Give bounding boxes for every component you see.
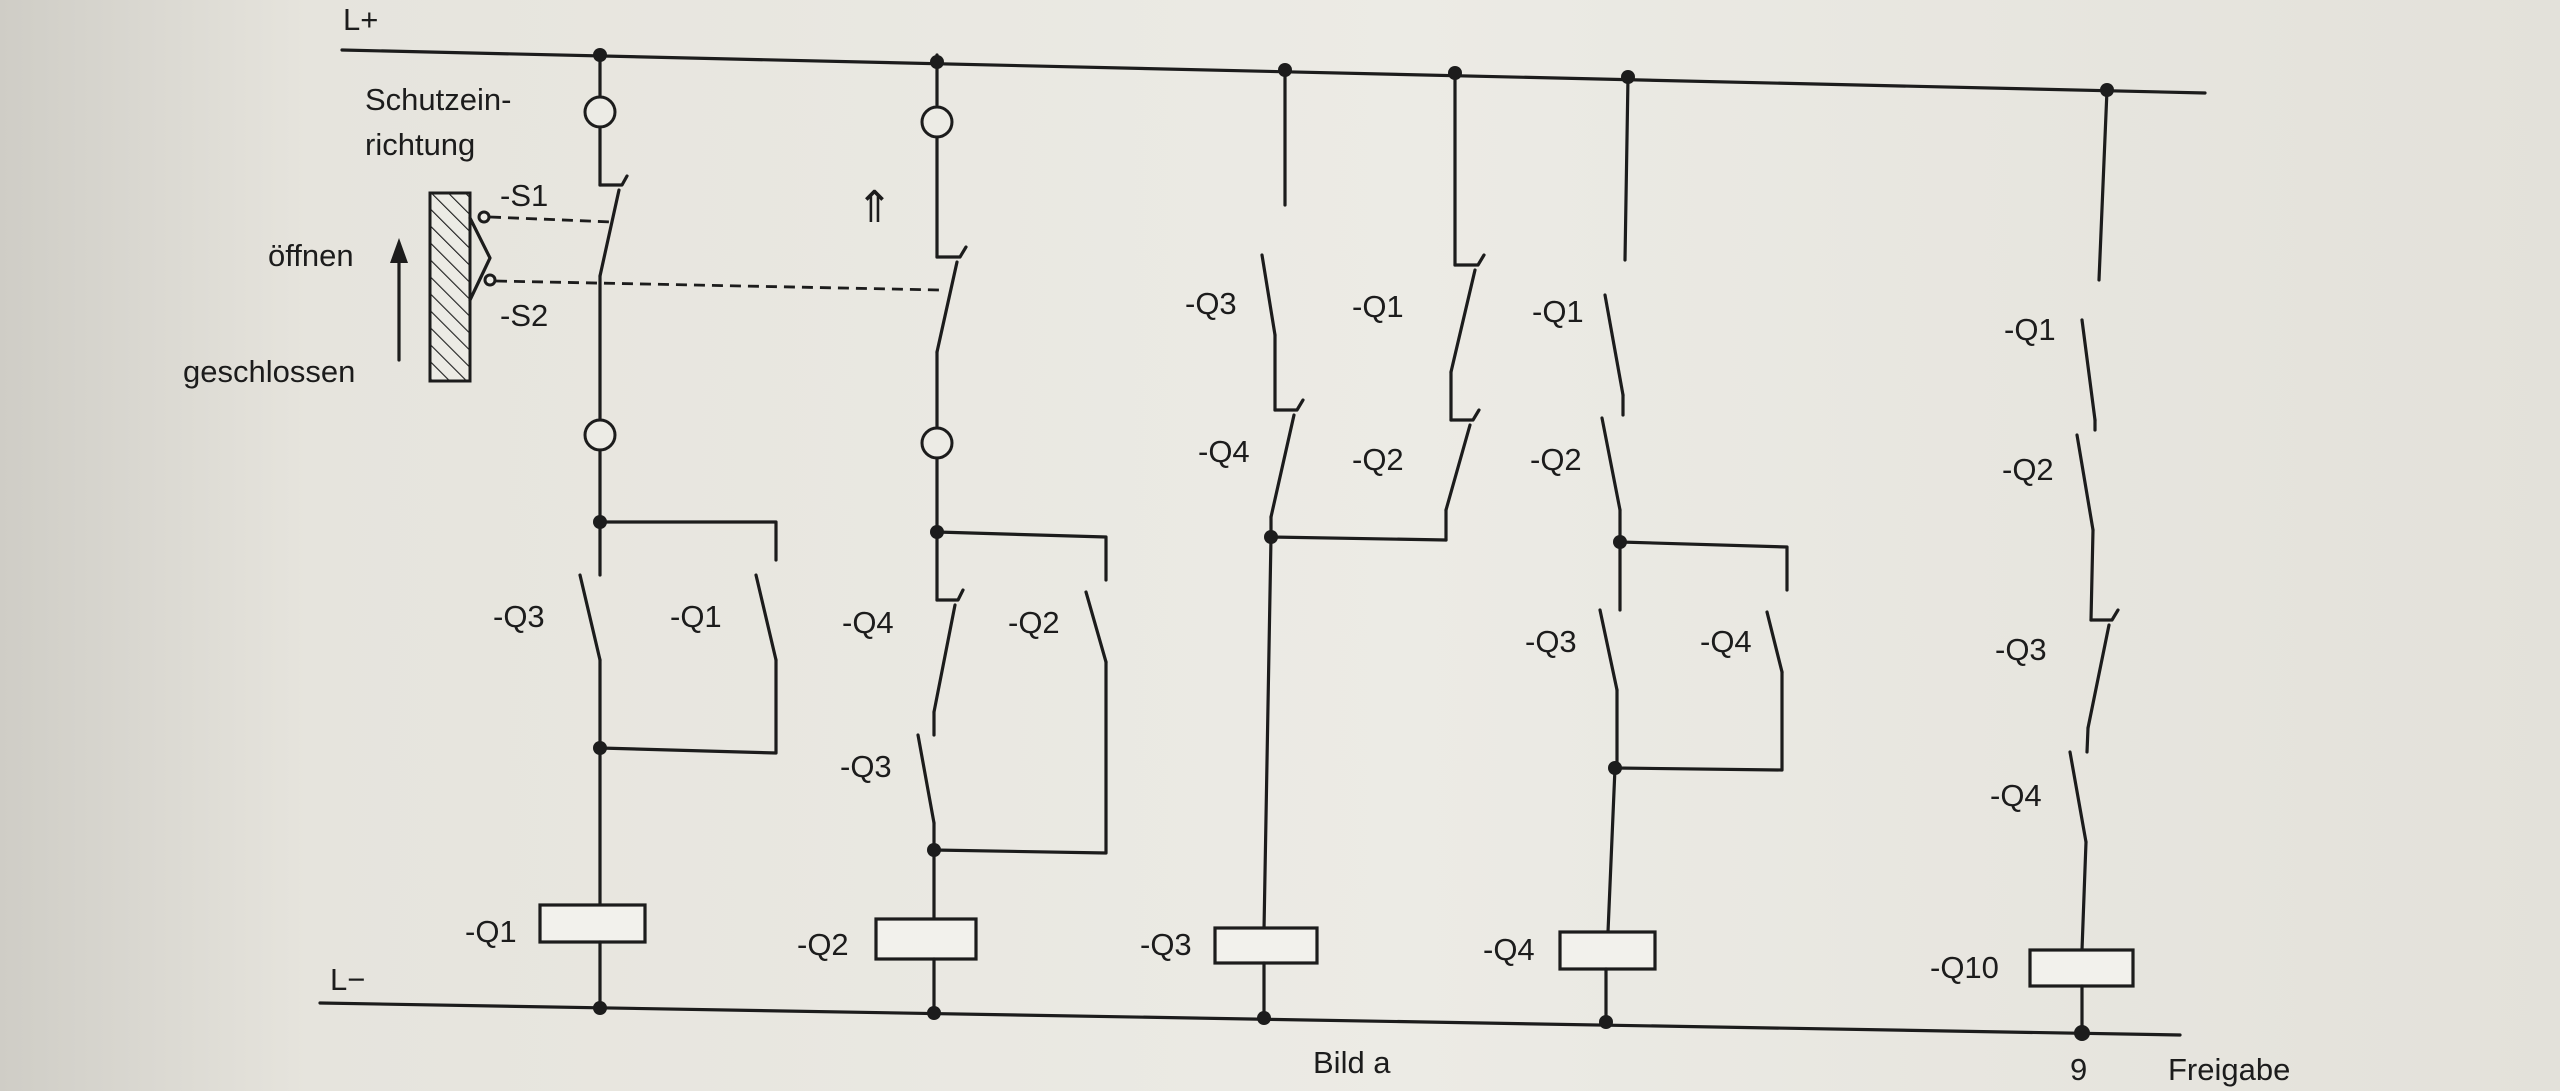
rail-negative — [318, 1001, 2182, 1037]
column-q2 — [874, 53, 1108, 1020]
contact-label: -Q2 — [1530, 442, 1582, 477]
rail-negative-label: L− — [330, 962, 365, 997]
switch-s2-label: -S2 — [500, 298, 548, 333]
column-q1 — [538, 53, 778, 1015]
coil-label-q4: -Q4 — [1483, 932, 1535, 967]
coil-label-q2: -Q2 — [797, 927, 849, 962]
contact-label: -Q4 — [1198, 434, 1250, 469]
contact-label: -Q3 — [840, 749, 892, 784]
protective-device-label-2: richtung — [365, 127, 475, 162]
protective-device — [390, 191, 941, 383]
rail-positive — [340, 48, 2207, 95]
figure-caption: Bild a — [1313, 1045, 1391, 1080]
contact-label: -Q1 — [1532, 294, 1584, 329]
contact-label: -Q1 — [1352, 289, 1404, 324]
coil-label-q10: -Q10 — [1930, 950, 1999, 985]
contact-label: -Q3 — [1185, 286, 1237, 321]
coil-label-q1: -Q1 — [465, 914, 517, 949]
terminal-number: 9 — [2070, 1052, 2087, 1087]
up-double-arrow-icon: ⇑ — [856, 183, 893, 232]
closed-label: geschlossen — [183, 354, 355, 389]
contact-label: -Q3 — [493, 599, 545, 634]
contact-label: -Q4 — [842, 605, 894, 640]
column-q3 — [1213, 68, 1448, 1025]
contact-label: -Q3 — [1525, 624, 1577, 659]
coil-label-q3: -Q3 — [1140, 927, 1192, 962]
contact-label: -Q2 — [1352, 442, 1404, 477]
switch-s1-label: -S1 — [500, 178, 548, 213]
open-label: öffnen — [268, 238, 354, 273]
contact-label: -Q1 — [2004, 312, 2056, 347]
contact-label: -Q4 — [1990, 778, 2042, 813]
contact-label: -Q4 — [1700, 624, 1752, 659]
contact-label: -Q2 — [2002, 452, 2054, 487]
protective-device-label-1: Schutzein- — [365, 82, 511, 117]
terminal-label: Freigabe — [2168, 1052, 2290, 1087]
contact-label: -Q3 — [1995, 632, 2047, 667]
column-q10 — [2028, 88, 2135, 1041]
contact-label: -Q2 — [1008, 605, 1060, 640]
column-q4 — [1558, 75, 1789, 1029]
column-q1-q2-interlock — [1444, 71, 1486, 542]
rail-positive-label: L+ — [343, 2, 378, 37]
contact-label: -Q1 — [670, 599, 722, 634]
